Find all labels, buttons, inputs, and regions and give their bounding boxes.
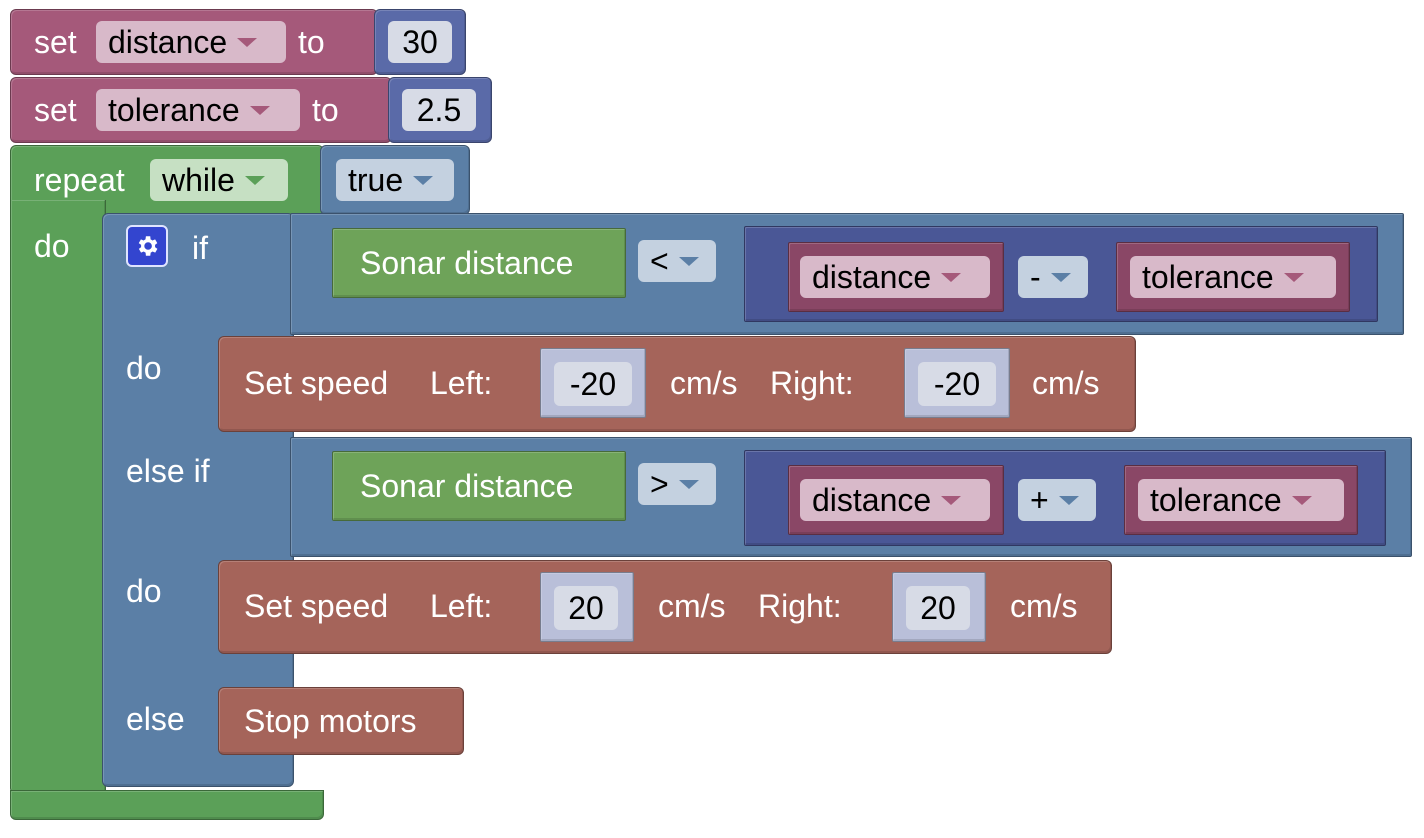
- chevron-down-icon: [249, 105, 270, 115]
- do-label: do: [34, 228, 70, 264]
- if-label: if: [192, 230, 208, 266]
- gear-icon-glyph: [138, 236, 158, 256]
- set-speed-label: Set speed: [244, 588, 389, 624]
- unit-label: cm/s: [670, 365, 738, 401]
- do-label: do: [126, 573, 162, 609]
- variable-dropdown-distance[interactable]: distance: [96, 21, 286, 63]
- chevron-down-icon: [941, 495, 962, 505]
- unit-label: cm/s: [1032, 365, 1100, 401]
- right-label: Right:: [770, 365, 854, 401]
- boolean-dropdown[interactable]: true: [336, 159, 454, 201]
- chevron-down-icon: [1283, 272, 1304, 282]
- unit-label: cm/s: [658, 588, 726, 624]
- gear-icon[interactable]: [126, 225, 168, 267]
- number-field-2-5[interactable]: 2.5: [402, 89, 476, 131]
- arithmetic-operator-dropdown[interactable]: +: [1018, 479, 1096, 521]
- variable-dropdown-tolerance[interactable]: tolerance: [1130, 256, 1336, 298]
- repeat-while-spine: [10, 200, 106, 794]
- do-label: do: [126, 350, 162, 386]
- left-speed-field[interactable]: 20: [554, 586, 618, 630]
- compare-operator-dropdown[interactable]: <: [638, 240, 716, 282]
- repeat-label: repeat: [34, 162, 125, 198]
- variable-dropdown-distance[interactable]: distance: [800, 479, 990, 521]
- stop-motors-label: Stop motors: [244, 703, 417, 739]
- arithmetic-operator-dropdown[interactable]: -: [1018, 256, 1088, 298]
- to-label: to: [298, 24, 325, 60]
- variable-dropdown-tolerance[interactable]: tolerance: [1138, 479, 1344, 521]
- chevron-down-icon: [1050, 272, 1071, 282]
- sonar-distance-label: Sonar distance: [360, 245, 574, 281]
- left-label: Left:: [430, 365, 493, 401]
- sonar-distance-block[interactable]: [332, 451, 626, 521]
- else-if-label: else if: [126, 453, 210, 489]
- left-label: Left:: [430, 588, 493, 624]
- chevron-down-icon: [244, 175, 265, 185]
- right-speed-field[interactable]: -20: [918, 362, 996, 406]
- right-speed-field[interactable]: 20: [906, 586, 970, 630]
- variable-dropdown-distance[interactable]: distance: [800, 256, 990, 298]
- set-label: set: [34, 92, 77, 128]
- loop-mode-dropdown[interactable]: while: [150, 159, 288, 201]
- set-label: set: [34, 24, 77, 60]
- chevron-down-icon: [1058, 495, 1079, 505]
- sonar-distance-label: Sonar distance: [360, 468, 574, 504]
- to-label: to: [312, 92, 339, 128]
- number-field-30[interactable]: 30: [388, 21, 452, 63]
- left-speed-field[interactable]: -20: [554, 362, 632, 406]
- compare-operator-dropdown[interactable]: >: [638, 463, 716, 505]
- unit-label: cm/s: [1010, 588, 1078, 624]
- repeat-while-bottom: [10, 790, 324, 820]
- else-label: else: [126, 701, 185, 737]
- chevron-down-icon: [678, 479, 699, 489]
- set-speed-label: Set speed: [244, 365, 389, 401]
- stop-motors-block[interactable]: [218, 687, 464, 755]
- chevron-down-icon: [678, 256, 699, 266]
- chevron-down-icon: [941, 272, 962, 282]
- chevron-down-icon: [413, 175, 434, 185]
- variable-dropdown-tolerance[interactable]: tolerance: [96, 89, 300, 131]
- right-label: Right:: [758, 588, 842, 624]
- chevron-down-icon: [1291, 495, 1312, 505]
- chevron-down-icon: [237, 37, 258, 47]
- sonar-distance-block[interactable]: [332, 228, 626, 298]
